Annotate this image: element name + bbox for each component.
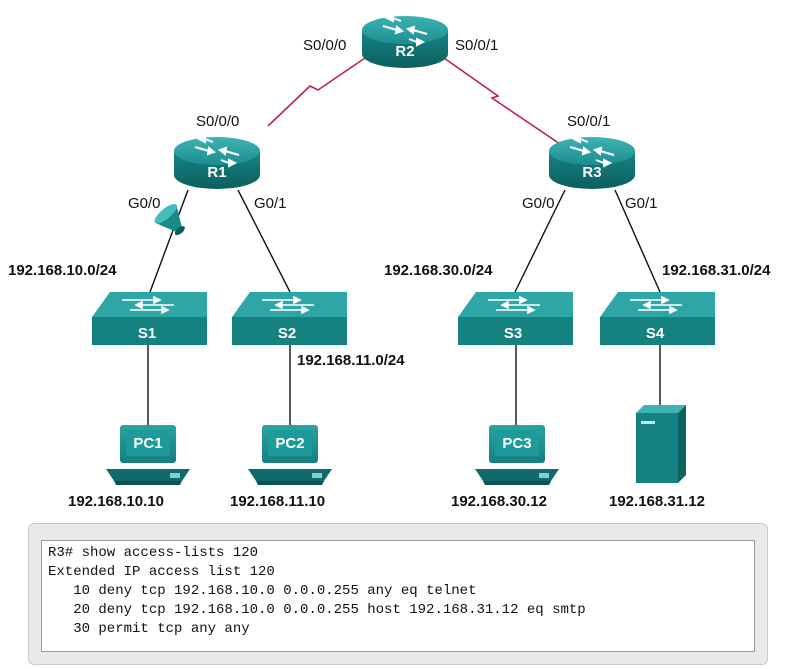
serial-link-r1-r2	[267, 57, 366, 127]
pc3-label: PC3	[502, 435, 531, 452]
switch-s1[interactable]: S1	[92, 292, 207, 345]
cable-r3-s3	[514, 189, 566, 293]
router-r3-label: R3	[582, 164, 601, 181]
pc-pc1[interactable]: PC1	[106, 425, 190, 485]
router-r1[interactable]: R1	[174, 134, 260, 189]
cli-line-header: Extended IP access list 120	[48, 564, 275, 580]
r3-s001-label: S0/0/1	[567, 113, 610, 130]
pc2-ip-label: 192.168.11.10	[230, 493, 325, 510]
cli-line-entry-30: 30 permit tcp any any	[48, 621, 250, 637]
cli-line-command: R3# show access-lists 120	[48, 545, 259, 561]
r1-g01-label: G0/1	[254, 195, 287, 212]
switch-s2-label: S2	[278, 325, 296, 342]
pc-pc2[interactable]: PC2	[248, 425, 332, 485]
r1-g00-label: G0/0	[128, 195, 161, 212]
pc1-ip-label: 192.168.10.10	[68, 493, 164, 510]
r3-g01-label: G0/1	[625, 195, 658, 212]
network-label-10: 192.168.10.0/24	[8, 262, 117, 279]
server-ip-label: 192.168.31.12	[609, 493, 705, 510]
acl-filter-icon	[154, 203, 185, 236]
switch-s4[interactable]: S4	[600, 292, 715, 345]
cli-output-box: R3# show access-lists 120 Extended IP ac…	[41, 540, 755, 652]
r2-s001-label: S0/0/1	[455, 37, 498, 54]
pc-pc3[interactable]: PC3	[475, 425, 559, 485]
r1-s000-label: S0/0/0	[196, 113, 239, 130]
pc2-label: PC2	[275, 435, 304, 452]
r3-g00-label: G0/0	[522, 195, 555, 212]
switch-s1-label: S1	[138, 325, 156, 342]
router-r3[interactable]: R3	[549, 134, 635, 189]
router-r1-label: R1	[207, 164, 226, 181]
cable-r3-s4	[614, 189, 661, 293]
switch-s3-label: S3	[504, 325, 522, 342]
cli-line-entry-10: 10 deny tcp 192.168.10.0 0.0.0.255 any e…	[48, 583, 477, 599]
server-icon[interactable]	[636, 405, 686, 483]
cli-output-panel: R3# show access-lists 120 Extended IP ac…	[28, 523, 768, 665]
pc1-label: PC1	[133, 435, 162, 452]
serial-link-r2-r3	[443, 57, 561, 145]
switch-s2[interactable]: S2	[232, 292, 347, 345]
cli-line-entry-20: 20 deny tcp 192.168.10.0 0.0.0.255 host …	[48, 602, 586, 618]
switch-s3[interactable]: S3	[458, 292, 573, 345]
network-label-30: 192.168.30.0/24	[384, 262, 493, 279]
router-r2[interactable]: R2	[362, 13, 448, 68]
pc3-ip-label: 192.168.30.12	[451, 493, 547, 510]
network-topology-diagram: R2 R1 R3	[8, 13, 772, 510]
cable-r1-s2	[237, 189, 291, 293]
r2-s000-label: S0/0/0	[303, 37, 346, 54]
switch-s4-label: S4	[646, 325, 665, 342]
router-r2-label: R2	[395, 43, 414, 60]
network-label-31: 192.168.31.0/24	[662, 262, 771, 279]
network-label-11: 192.168.11.0/24	[297, 352, 405, 369]
cable-r1-s1	[149, 189, 189, 293]
